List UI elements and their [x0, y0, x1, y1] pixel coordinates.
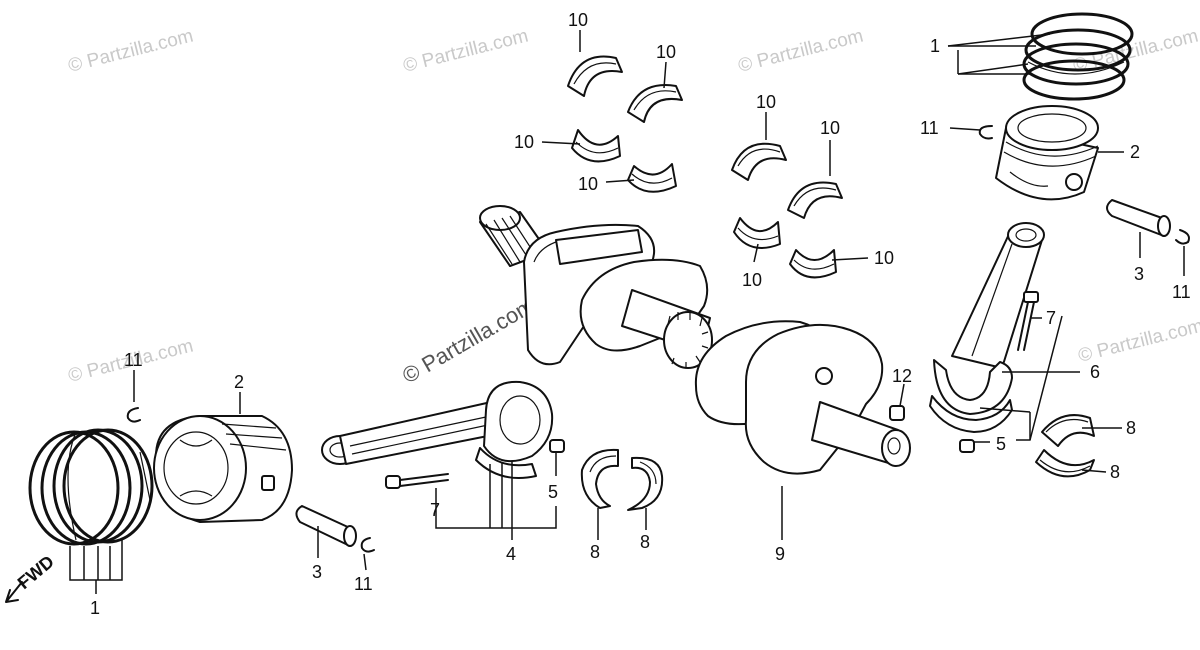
callout-5: 5	[548, 482, 558, 502]
watermark: © Partzilla.com	[1076, 316, 1200, 367]
callout-10: 10	[742, 270, 762, 290]
callout-1: 1	[930, 36, 940, 56]
callout-8: 8	[1110, 462, 1120, 482]
piston-pin-left	[295, 505, 357, 547]
callout-11: 11	[920, 118, 939, 138]
callout-10: 10	[820, 118, 840, 138]
fwd-label: FWD	[14, 551, 58, 593]
crank-key	[889, 405, 905, 421]
watermark: © Partzilla.com	[66, 26, 195, 77]
callout-10: 10	[514, 132, 534, 152]
rod-bearing-right-upper	[1041, 414, 1095, 447]
callout-11: 11	[354, 574, 373, 594]
piston-right	[995, 105, 1099, 201]
nut-left	[549, 439, 565, 453]
callout-4: 4	[506, 544, 516, 564]
callout-7: 7	[430, 500, 440, 520]
callout-10: 10	[756, 92, 776, 112]
callout-8: 8	[590, 542, 600, 562]
fwd-indicator: FWD	[5, 551, 58, 603]
callout-10: 10	[874, 248, 894, 268]
callout-10: 10	[568, 10, 588, 30]
callout-2: 2	[234, 372, 244, 392]
callout-2: 2	[1130, 142, 1140, 162]
rod-bearing-right-lower	[1035, 449, 1095, 478]
clip-upper-right	[978, 125, 993, 140]
callout-10: 10	[578, 174, 598, 194]
leader-lines	[69, 30, 1185, 594]
callout-3: 3	[1134, 264, 1144, 284]
bolt-left	[385, 473, 449, 489]
callout-labels: 10 10 10 10 10 10 10 10 1 11 2 3 11 7 6 …	[90, 10, 1191, 618]
piston-pin-right	[1106, 199, 1171, 237]
main-bearings-top	[567, 55, 843, 279]
nut-right	[959, 439, 975, 453]
clip-left-upper	[126, 407, 141, 423]
connecting-rod-left	[321, 380, 554, 479]
rod-bearings-left	[580, 448, 664, 511]
connecting-rod-right	[929, 222, 1045, 433]
callout-9: 9	[775, 544, 785, 564]
crankshaft	[479, 205, 911, 475]
callout-12: 12	[892, 366, 912, 386]
callout-11: 11	[1172, 282, 1191, 302]
piston-rings-left	[28, 428, 154, 546]
fwd-arrow-icon	[5, 581, 23, 603]
watermark: © Partzilla.com	[736, 26, 865, 77]
callout-3: 3	[312, 562, 322, 582]
watermark: © Partzilla.com	[401, 26, 530, 77]
callout-10: 10	[656, 42, 676, 62]
callout-6: 6	[1090, 362, 1100, 382]
callout-1: 1	[90, 598, 100, 618]
callout-5: 5	[996, 434, 1006, 454]
clip-right-pin	[1175, 229, 1190, 245]
callout-11: 11	[124, 350, 143, 370]
piston-left	[153, 415, 293, 523]
bolt-right	[1017, 291, 1039, 351]
clip-left-pin	[360, 537, 375, 553]
callout-8: 8	[1126, 418, 1136, 438]
watermark-center: © Partzilla.com	[398, 293, 539, 389]
callout-8: 8	[640, 532, 650, 552]
callout-7: 7	[1046, 308, 1056, 328]
